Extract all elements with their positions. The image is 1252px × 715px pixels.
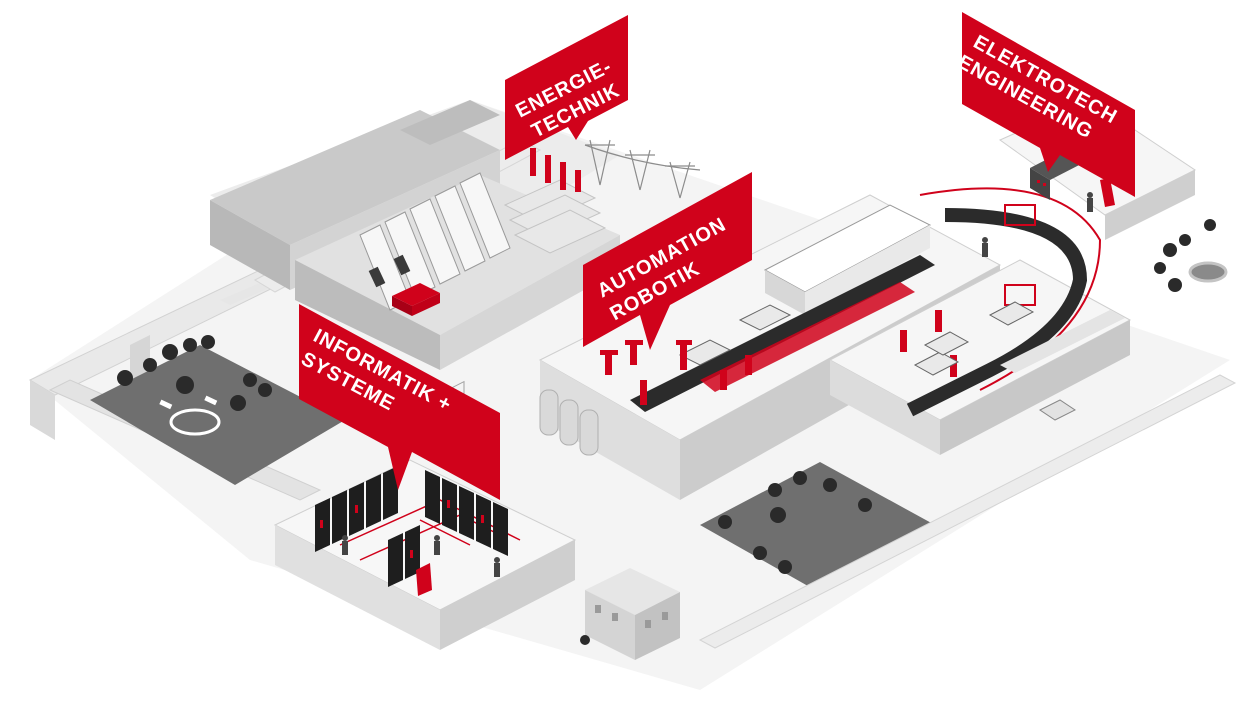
tree-icon <box>1154 219 1216 292</box>
technician-figures <box>342 535 500 577</box>
park-left <box>90 335 345 485</box>
tree-icon <box>718 471 872 574</box>
car-icon <box>678 304 792 366</box>
park-right <box>700 462 935 590</box>
industrial-robot-icon <box>600 340 752 405</box>
hydro-power-plant-icon <box>210 100 620 370</box>
power-pylons <box>584 139 701 199</box>
data-center-building <box>273 380 577 650</box>
truck-icon <box>1039 399 1076 421</box>
assembly-hall <box>828 187 1132 455</box>
road-network-right <box>698 219 1237 649</box>
townhouse-building <box>580 568 680 660</box>
tree-icon <box>117 335 272 411</box>
server-rack-icon <box>315 466 508 596</box>
